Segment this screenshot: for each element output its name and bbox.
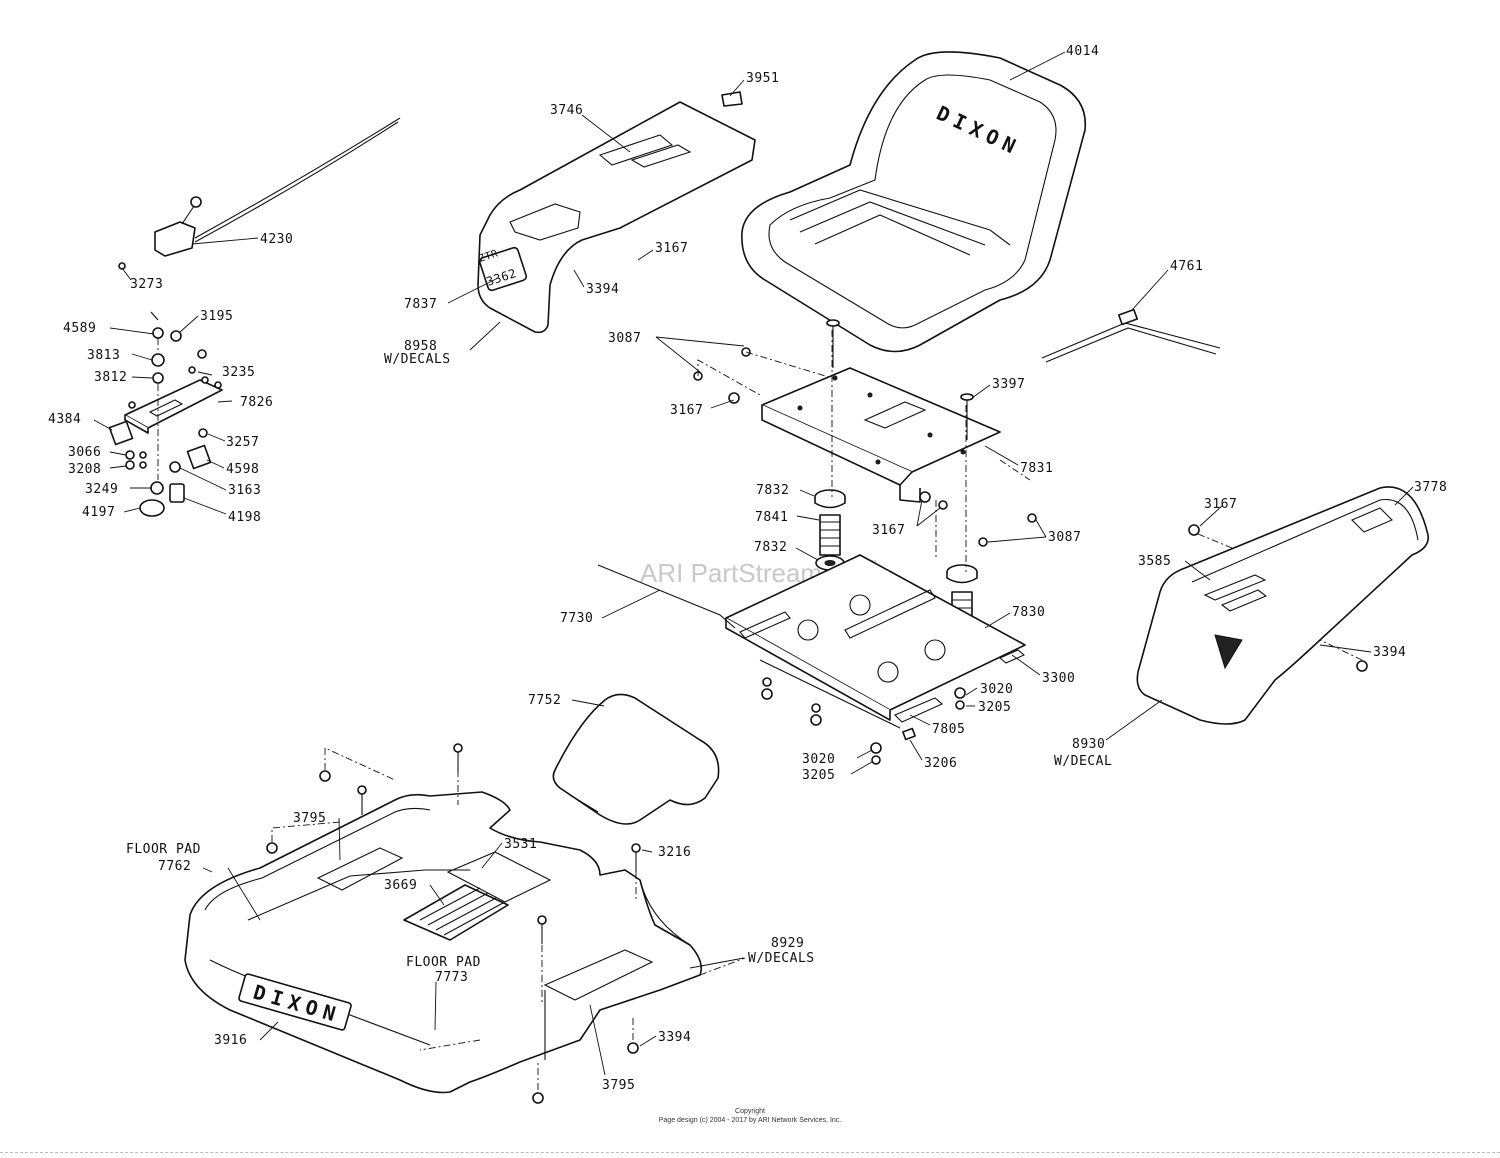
callout-3916: 3916: [214, 1033, 247, 1048]
callout-7752: 7752: [528, 693, 561, 708]
callout-3163: 3163: [228, 483, 261, 498]
callout-floor-pad-b: FLOOR PAD: [406, 955, 481, 970]
footer-copyright: Copyright: [735, 1108, 765, 1115]
callout-3020-b: 3020: [802, 752, 835, 767]
callout-labels: 4014 3951 3746 4230 3273 3167 3394 7837 …: [48, 44, 1447, 1093]
callout-4014: 4014: [1066, 44, 1099, 59]
callout-3167: 3167: [655, 241, 688, 256]
callout-3205: 3205: [978, 700, 1011, 715]
callout-7826: 7826: [240, 395, 273, 410]
callout-3167-b: 3167: [670, 403, 703, 418]
callout-7841: 7841: [755, 510, 788, 525]
callout-4761: 4761: [1170, 259, 1203, 274]
floor-pad-upper: [552, 693, 720, 825]
callout-3206: 3206: [924, 756, 957, 771]
callout-3020: 3020: [980, 682, 1013, 697]
callout-8958: 8958: [404, 339, 437, 354]
callout-3167-d: 3167: [1204, 497, 1237, 512]
callout-7837: 7837: [404, 297, 437, 312]
callout-3778: 3778: [1414, 480, 1447, 495]
callout-3394-b: 3394: [1373, 645, 1406, 660]
callout-3397: 3397: [992, 377, 1025, 392]
callout-7730: 7730: [560, 611, 593, 626]
footer-page-design: Page design (c) 2004 - 2017 by ARI Netwo…: [658, 1117, 842, 1124]
callout-3795-b: 3795: [602, 1078, 635, 1093]
callout-7805: 7805: [932, 722, 965, 737]
seat-adjust-rod: [1041, 308, 1221, 363]
callout-3195: 3195: [200, 309, 233, 324]
callout-3066: 3066: [68, 445, 101, 460]
callout-3394: 3394: [586, 282, 619, 297]
callout-8929: 8929: [771, 936, 804, 951]
callout-3813: 3813: [87, 348, 120, 363]
callout-3795: 3795: [293, 811, 326, 826]
callout-3249: 3249: [85, 482, 118, 497]
body-fasteners: [266, 743, 641, 1104]
callout-4589: 4589: [63, 321, 96, 336]
callout-3669: 3669: [384, 878, 417, 893]
callout-7830: 7830: [1012, 605, 1045, 620]
callout-3812: 3812: [94, 370, 127, 385]
right-fender: [1136, 486, 1429, 725]
seat-base-plate: [725, 554, 1026, 729]
callout-3257: 3257: [226, 435, 259, 450]
callout-8930: 8930: [1072, 737, 1105, 752]
seat-rod: [597, 564, 736, 629]
callout-3273: 3273: [130, 277, 163, 292]
seat-plate: [761, 319, 1001, 503]
switch-bracket: [108, 311, 223, 517]
seat: [741, 51, 1087, 353]
callout-w-decals: W/DECALS: [384, 352, 451, 367]
spring-assembly-left: [814, 489, 846, 571]
callout-7831: 7831: [1020, 461, 1053, 476]
callout-7832-b: 7832: [754, 540, 787, 555]
throttle-control: [118, 117, 401, 270]
callout-3205-b: 3205: [802, 768, 835, 783]
callout-3087-b: 3087: [1048, 530, 1081, 545]
callout-3208: 3208: [68, 462, 101, 477]
callout-7773: 7773: [435, 970, 468, 985]
callout-3167-c: 3167: [872, 523, 905, 538]
leader-lines: [93, 51, 1414, 1076]
callout-4230: 4230: [260, 232, 293, 247]
seat-base-fasteners: [761, 677, 966, 765]
callout-3394-c: 3394: [658, 1030, 691, 1045]
callout-4198: 4198: [228, 510, 261, 525]
watermark: ARI PartStream: [640, 558, 822, 588]
callout-3300: 3300: [1042, 671, 1075, 686]
callout-4197: 4197: [82, 505, 115, 520]
callout-3951: 3951: [746, 71, 779, 86]
callout-floor-pad: FLOOR PAD: [126, 842, 201, 857]
callout-7762: 7762: [158, 859, 191, 874]
callout-w-decal: W/DECAL: [1054, 754, 1112, 769]
callout-4384: 4384: [48, 412, 81, 427]
callout-3531: 3531: [504, 837, 537, 852]
callout-4598: 4598: [226, 462, 259, 477]
callout-3746: 3746: [550, 103, 583, 118]
body-footrest: [184, 791, 703, 1094]
hood-cover: [477, 91, 756, 334]
callout-w-decals-b: W/DECALS: [748, 951, 815, 966]
callout-3235: 3235: [222, 365, 255, 380]
bottom-divider: [0, 1152, 1500, 1153]
callout-3216: 3216: [658, 845, 691, 860]
callout-3585: 3585: [1138, 554, 1171, 569]
alignment-lines: [157, 330, 1363, 1090]
callout-7832: 7832: [756, 483, 789, 498]
callout-3087: 3087: [608, 331, 641, 346]
